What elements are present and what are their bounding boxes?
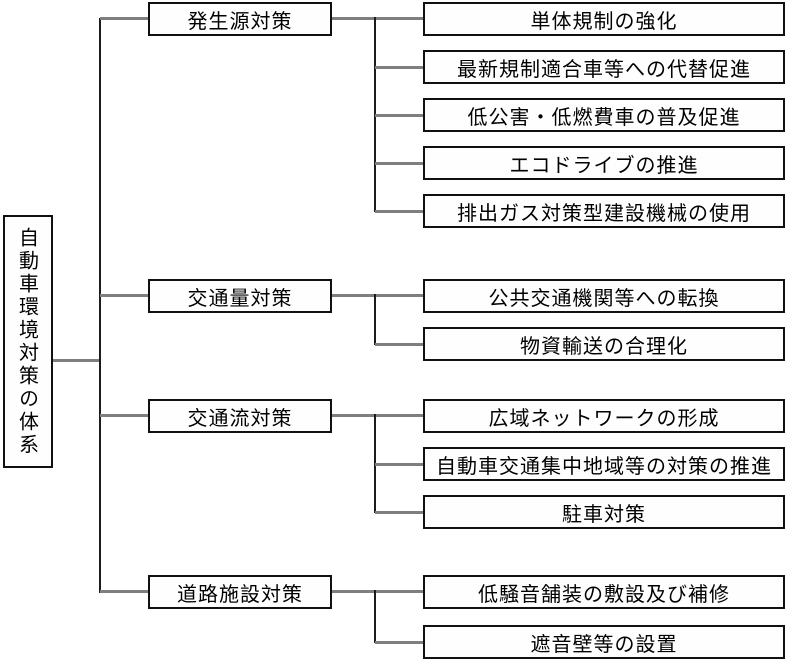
connector-group-2-leaf-2 bbox=[375, 343, 423, 346]
category-box-kotsuryo: 交通量対策 bbox=[148, 279, 332, 313]
category-box-kotsuryu: 交通流対策 bbox=[148, 399, 332, 433]
connector-category-1-stub bbox=[100, 17, 148, 20]
connector-group-4-leaf-2 bbox=[375, 641, 423, 644]
leaf-box-busshi-yuso: 物資輸送の合理化 bbox=[423, 327, 785, 361]
connector-group-4-main bbox=[332, 590, 423, 593]
leaf-box-eco-drive: エコドライブの推進 bbox=[423, 146, 785, 180]
leaf-box-haishutsu-gas: 排出ガス対策型建設機械の使用 bbox=[423, 194, 785, 228]
connector-category-2-stub bbox=[100, 294, 148, 297]
connector-group-2-main bbox=[332, 294, 423, 297]
connector-category-3-stub bbox=[100, 414, 148, 417]
leaf-box-shaonheki: 遮音壁等の設置 bbox=[423, 625, 785, 659]
leaf-box-saishin-kisei: 最新規制適合車等への代替促進 bbox=[423, 50, 785, 84]
leaf-box-shuchu-chiiki: 自動車交通集中地域等の対策の推進 bbox=[423, 447, 785, 481]
category-box-hasseigen: 発生源対策 bbox=[148, 2, 332, 36]
leaf-box-tantai-kisei: 単体規制の強化 bbox=[423, 2, 785, 36]
leaf-box-koiki-network: 広域ネットワークの形成 bbox=[423, 399, 785, 433]
connector-root-horizontal bbox=[53, 359, 100, 362]
category-box-doro-shisetsu: 道路施設対策 bbox=[148, 575, 332, 609]
leaf-box-teikougai: 低公害・低燃費車の普及促進 bbox=[423, 98, 785, 132]
leaf-box-teisoon-hoso: 低騒音舗装の敷設及び補修 bbox=[423, 575, 785, 609]
connector-group-1-leaf-4 bbox=[375, 162, 423, 165]
connector-category-4-stub bbox=[100, 590, 148, 593]
root-box: 自動車環境対策の体系 bbox=[3, 215, 53, 468]
leaf-box-kokyo-kotsu: 公共交通機関等への転換 bbox=[423, 279, 785, 313]
connector-group-1-leaf-5 bbox=[375, 210, 423, 213]
connector-main-spine bbox=[99, 18, 101, 593]
leaf-box-chusha-taisaku: 駐車対策 bbox=[423, 495, 785, 529]
connector-group-3-leaf-2 bbox=[375, 463, 423, 466]
connector-group-1-main bbox=[332, 17, 423, 20]
connector-group-3-leaf-3 bbox=[375, 511, 423, 514]
connector-group-2-spine bbox=[374, 294, 376, 345]
connector-group-4-spine bbox=[374, 590, 376, 643]
connector-group-1-leaf-2 bbox=[375, 66, 423, 69]
connector-group-3-main bbox=[332, 414, 423, 417]
connector-group-1-leaf-3 bbox=[375, 114, 423, 117]
